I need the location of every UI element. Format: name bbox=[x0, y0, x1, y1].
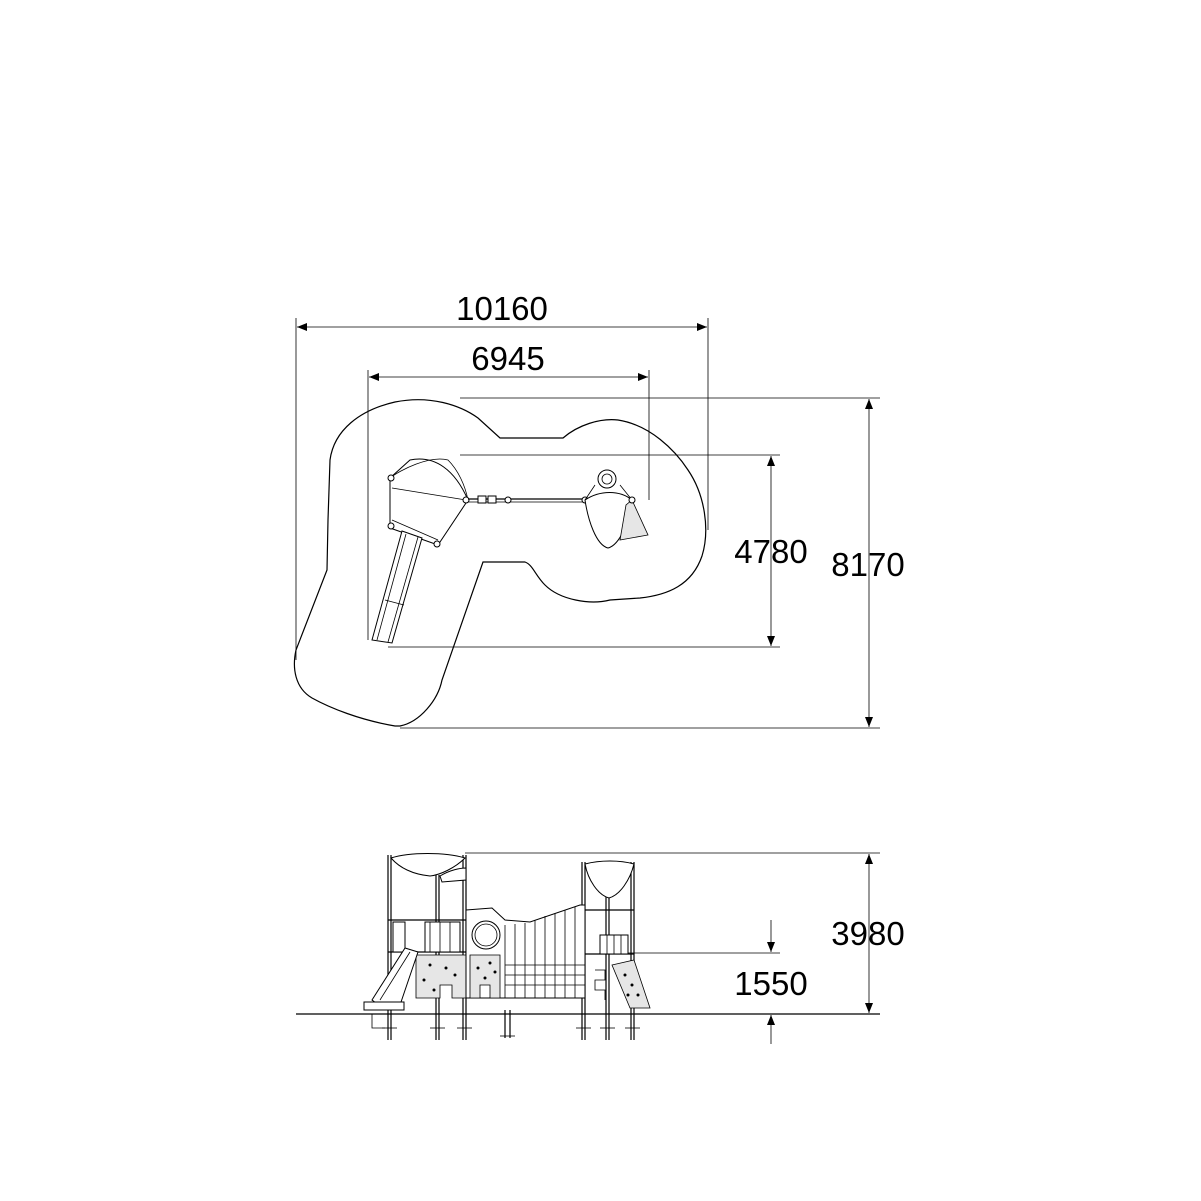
dim-overall-depth-label: 8170 bbox=[831, 546, 904, 583]
dim-structure-depth-label: 4780 bbox=[734, 533, 807, 570]
plan-bridge bbox=[468, 495, 589, 504]
plan-view: 10160 6945 4780 8170 bbox=[293, 290, 905, 729]
elevation-left-roof bbox=[390, 853, 466, 877]
elevation-right-tower bbox=[585, 909, 651, 1009]
plan-left-tower bbox=[387, 458, 470, 548]
elevation-right-roof bbox=[584, 860, 635, 899]
plan-right-tower bbox=[584, 469, 649, 549]
elevation-slide bbox=[363, 947, 419, 1029]
plan-slide bbox=[371, 530, 423, 644]
elevation-middle-structure bbox=[465, 904, 586, 999]
dim-overall-width-label: 10160 bbox=[456, 290, 548, 327]
dim-total-height-label: 3980 bbox=[831, 915, 904, 952]
safety-zone-outline bbox=[293, 399, 707, 727]
dim-structure-width-label: 6945 bbox=[471, 340, 544, 377]
elevation-view: 3980 1550 bbox=[296, 852, 905, 1044]
dim-platform-height-label: 1550 bbox=[734, 965, 807, 1002]
